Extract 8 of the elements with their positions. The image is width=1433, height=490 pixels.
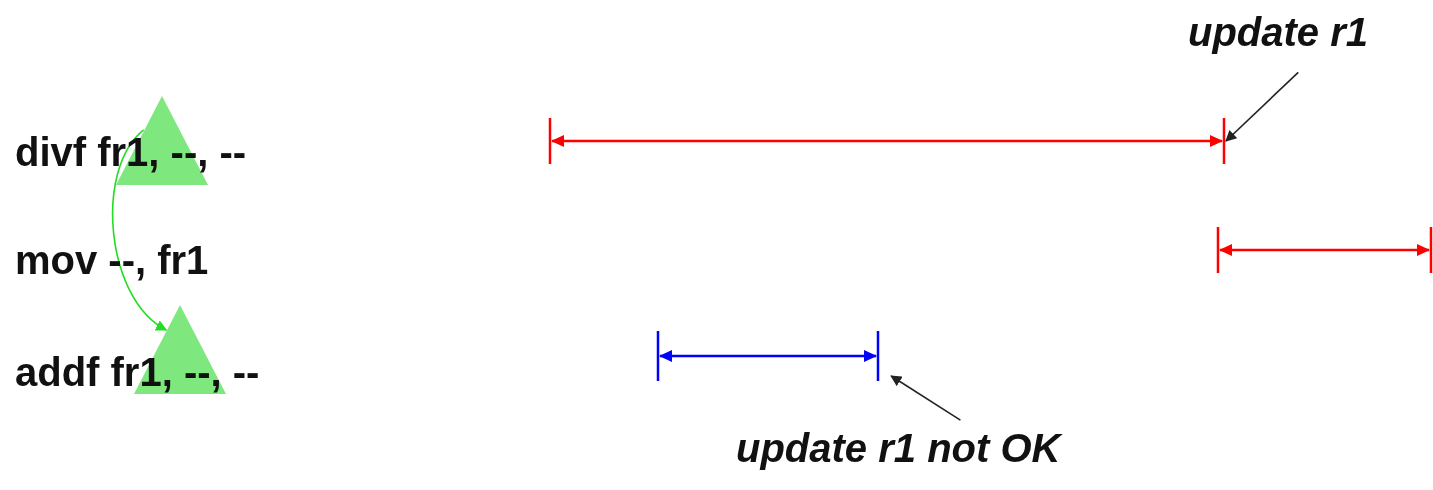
leader-line: [1225, 71, 1300, 142]
leader-line: [890, 375, 962, 421]
timing-bar: [656, 331, 880, 381]
timing-bar: [1216, 227, 1433, 273]
callout-text: update r1: [1188, 8, 1433, 64]
timing-bar: [548, 118, 1226, 164]
instruction-text: addf fr1, --, --: [15, 348, 345, 396]
callout-text: update r1 not OK: [736, 424, 1176, 480]
